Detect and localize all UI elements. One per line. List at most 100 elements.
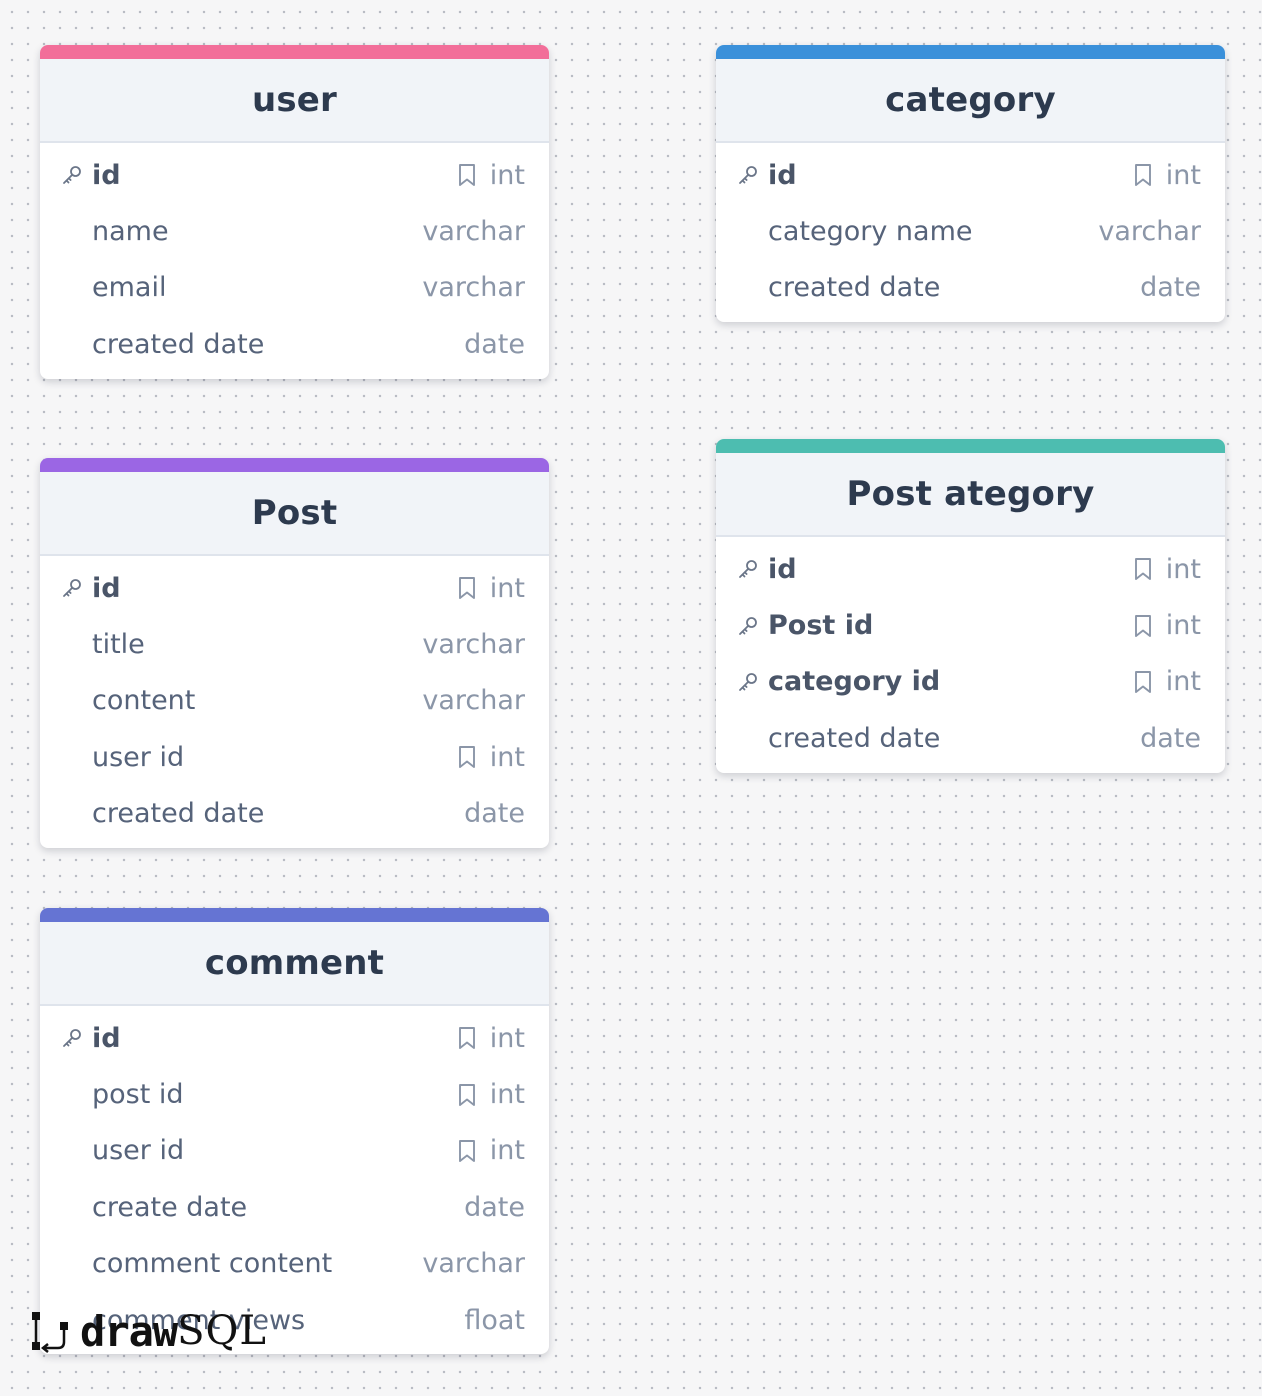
bookmark-icon (1132, 666, 1166, 698)
key-slot-empty (60, 741, 92, 773)
column-name: title (92, 629, 145, 661)
key-slot-empty (736, 216, 768, 248)
key-icon (60, 159, 92, 191)
column-name: created date (768, 722, 941, 754)
table-color-bar (716, 439, 1225, 453)
key-icon (736, 610, 768, 642)
key-slot-empty (60, 216, 92, 248)
column-type: varchar (422, 1248, 525, 1280)
key-icon (60, 1022, 92, 1054)
table-header[interactable]: Post (40, 472, 549, 556)
key-slot-empty (736, 272, 768, 304)
column-name: created date (92, 798, 265, 830)
key-icon (60, 572, 92, 604)
column-type: date (464, 1191, 525, 1223)
bookmark-slot-empty (1106, 722, 1140, 754)
bookmark-icon (456, 1135, 490, 1167)
key-slot-empty (60, 1079, 92, 1111)
column-type: date (1140, 272, 1201, 304)
column-type: int (1165, 610, 1201, 642)
table-color-bar (40, 908, 549, 922)
column-name: id (92, 572, 121, 604)
column-name: category id (768, 666, 941, 698)
logo-text-sql: SQL (177, 1308, 267, 1354)
column-name: name (92, 216, 169, 248)
column-row-category-id[interactable]: category id int (716, 654, 1225, 710)
column-name: user id (92, 1135, 185, 1167)
table-header[interactable]: user (40, 59, 549, 143)
bookmark-icon (456, 1022, 490, 1054)
table-header[interactable]: category (716, 59, 1225, 143)
bookmark-slot-empty (388, 216, 422, 248)
column-type: float (464, 1304, 525, 1336)
column-row-user-id[interactable]: user id int (40, 729, 549, 785)
key-slot-empty (736, 722, 768, 754)
column-type: date (464, 328, 525, 360)
key-icon (736, 159, 768, 191)
column-row-comment-views[interactable]: comment views float (40, 1292, 549, 1348)
column-row-post-id[interactable]: Post id int (716, 597, 1225, 653)
table-color-bar (40, 458, 549, 472)
key-icon (736, 553, 768, 585)
table-title: Post (251, 493, 338, 533)
column-name: comment views (92, 1304, 306, 1336)
bookmark-icon (456, 741, 490, 773)
drawsql-logo[interactable]: draw SQL (30, 1306, 267, 1356)
key-slot-empty (60, 629, 92, 661)
bookmark-slot-empty (1106, 272, 1140, 304)
bookmark-icon (456, 159, 490, 191)
bookmark-slot-empty (430, 328, 464, 360)
column-name: id (768, 159, 797, 191)
table-header[interactable]: comment (40, 922, 549, 1006)
key-slot-empty (60, 272, 92, 304)
table-color-bar (716, 45, 1225, 59)
bookmark-slot-empty (1064, 216, 1098, 248)
column-name: id (92, 1022, 121, 1054)
logo-text-draw: draw (80, 1306, 178, 1356)
key-slot-empty (60, 328, 92, 360)
bookmark-icon (1132, 159, 1166, 191)
bookmark-icon (456, 572, 490, 604)
table-title: Post ategory (846, 474, 1095, 514)
column-type: int (489, 1022, 525, 1054)
table-title: category (885, 80, 1056, 120)
table-header[interactable]: Post ategory (716, 453, 1225, 537)
column-name: content (92, 685, 196, 717)
column-type: int (489, 741, 525, 773)
bookmark-slot-empty (430, 798, 464, 830)
column-name: email (92, 272, 167, 304)
column-type: int (1165, 666, 1201, 698)
column-name: user id (92, 741, 185, 773)
bookmark-icon (456, 1079, 490, 1111)
column-row-id[interactable]: id int (40, 1010, 549, 1066)
column-name: Post id (768, 610, 874, 642)
column-name: id (768, 553, 797, 585)
bookmark-slot-empty (430, 1304, 464, 1336)
table-title: comment (204, 943, 385, 983)
